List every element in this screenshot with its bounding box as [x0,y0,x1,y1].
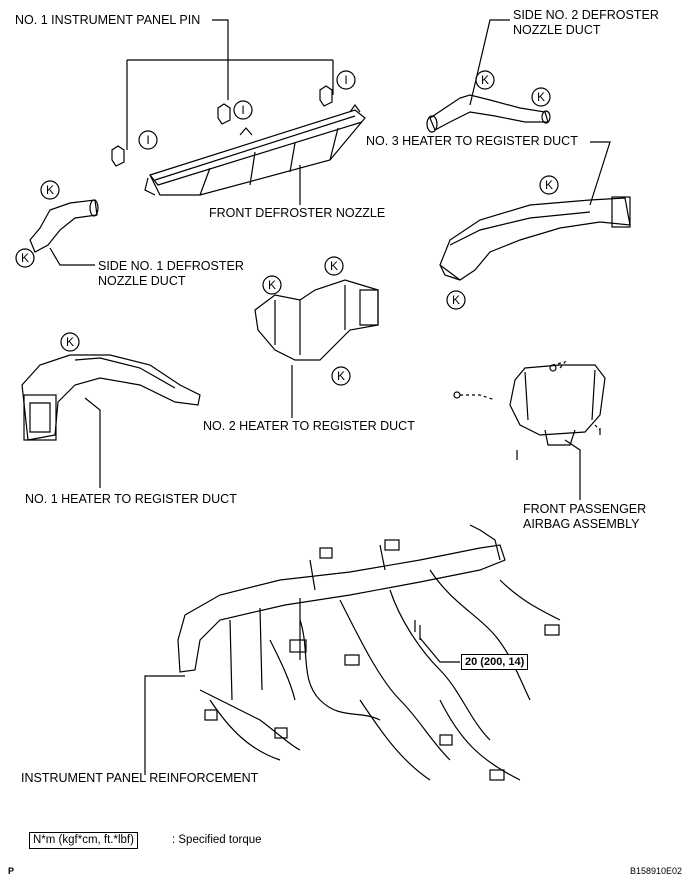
svg-text:I: I [241,103,244,117]
leader-lines [49,19,611,775]
front-defroster-nozzle-drawing [144,103,366,196]
legend-torque-units: N*m (kgf*cm, ft.*lbf) [29,832,138,849]
label-side-no2-line2: NOZZLE DUCT [513,23,601,37]
svg-text:K: K [452,293,460,307]
side-no2-duct-drawing [426,94,551,133]
footer-letter: P [8,866,15,876]
svg-text:K: K [481,73,489,87]
svg-text:K: K [66,335,74,349]
svg-text:K: K [337,369,345,383]
no2-duct-drawing [254,279,379,361]
reinforcement-drawing [177,524,561,781]
no3-duct-drawing [439,196,631,281]
label-no3-heater-duct: NO. 3 HEATER TO REGISTER DUCT [366,134,578,148]
clip-callouts [15,70,559,386]
figure-code: B158910E02 [630,866,683,876]
callout-letters: I I I K K K K K K K K K K [21,73,553,383]
label-no1-heater-duct: NO. 1 HEATER TO REGISTER DUCT [25,492,237,506]
legend-description: : Specified torque [172,834,262,846]
label-side-no1-line2: NOZZLE DUCT [98,274,186,288]
label-side-no2-line1: SIDE NO. 2 DEFROSTER [513,8,659,22]
svg-text:K: K [268,278,276,292]
side-no1-duct-drawing [29,199,99,253]
instrument-panel-pins [111,85,333,167]
torque-spec-badge: 20 (200, 14) [461,654,529,670]
label-no2-heater-duct: NO. 2 HEATER TO REGISTER DUCT [203,419,415,433]
svg-text:I: I [146,133,149,147]
svg-text:K: K [537,90,545,104]
svg-text:K: K [46,183,54,197]
label-airbag-line2: AIRBAG ASSEMBLY [523,517,640,531]
svg-text:K: K [545,178,553,192]
label-front-defroster-nozzle: FRONT DEFROSTER NOZZLE [209,206,386,220]
label-no1-instrument-panel-pin: NO. 1 INSTRUMENT PANEL PIN [15,13,201,27]
label-airbag-line1: FRONT PASSENGER [523,502,647,516]
label-instrument-panel-reinforcement: INSTRUMENT PANEL REINFORCEMENT [21,771,259,785]
svg-text:K: K [330,259,338,273]
label-side-no1-line1: SIDE NO. 1 DEFROSTER [98,259,244,273]
svg-text:K: K [21,251,29,265]
svg-text:I: I [344,73,347,87]
no1-duct-drawing [21,354,201,441]
airbag-drawing [453,360,606,460]
